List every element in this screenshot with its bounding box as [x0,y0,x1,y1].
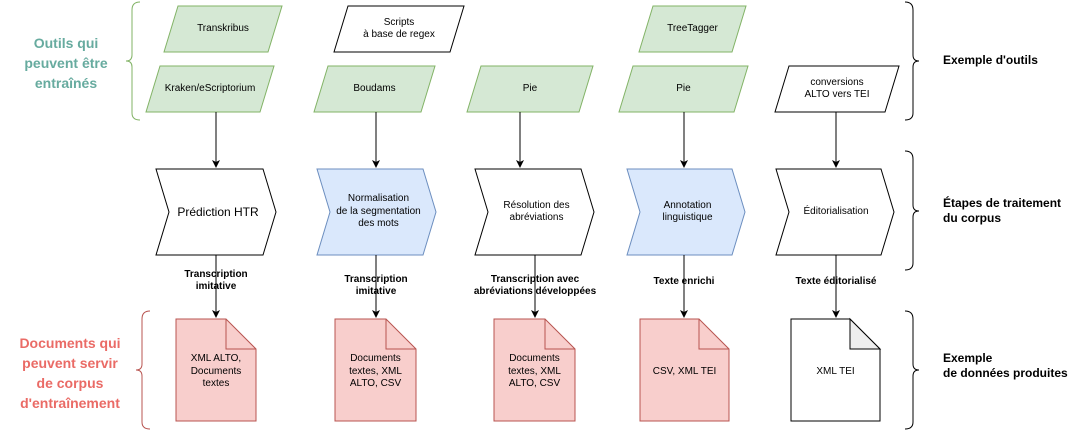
step-htr-shape [155,168,277,256]
output-label-4: Texte enrichi [653,276,715,287]
tool-scripts-label: Scripts à base de regex [363,16,435,41]
doc-4-shape [639,318,730,422]
step-editorialisation-shape [775,168,895,256]
output-label-1: Transcription imitative [184,269,248,292]
tool-conversions-label: conversions ALTO vers TEI [804,76,870,101]
step-editorialisation-label: Éditorialisation [803,205,869,217]
left-top-brace [125,1,141,121]
right-bottom-brace [904,310,920,430]
tool-transkribus-shape [163,5,283,53]
step-annotation-shape [626,168,746,256]
step-normalisation-label: Normalisation de la segmentation des mot… [336,193,421,230]
doc-1-fold [225,319,256,350]
tool-pie-2-label: Pie [676,82,691,94]
step-normalisation-shape [316,168,437,256]
step-abbreviations-label: Résolution des abréviations [503,199,570,224]
tool-scripts-shape [333,5,465,53]
doc-5-label: XML TEI [816,365,855,377]
tool-treetagger-label: TreeTagger [667,22,718,34]
right-top-brace [904,1,920,121]
tools-example-label: Exemple d'outils [943,53,1038,67]
tool-kraken-shape [145,65,275,113]
step-htr-label: Prédiction HTR [177,204,259,219]
doc-4-label: CSV, XML TEI [652,365,717,377]
tool-pie-1-shape [466,65,594,113]
step-abbreviations-shape [474,168,595,256]
output-label-3: Transcription avec abréviations développ… [473,274,597,297]
tool-treetagger-shape [638,5,747,53]
produced-data-label: Exemple de données produites [943,351,1068,380]
left-bottom-brace [135,310,151,430]
training-corpus-label: Documents qui peuvent servir de corpus d… [19,335,121,411]
doc-2-label: Documents textes, XML ALTO, CSV [349,353,402,390]
tool-boudams-shape [313,65,436,113]
processing-steps-label: Étapes de traitement du corpus [943,196,1062,225]
right-middle-brace [904,150,920,271]
tool-boudams-label: Boudams [353,82,396,94]
trained-tools-label: Outils qui peuvent être entraînés [24,35,108,91]
doc-3-shape [493,318,576,422]
tool-conversions-shape [774,65,900,113]
doc-3-label: Documents textes, XML ALTO, CSV [508,353,561,390]
doc-1-label: XML ALTO, Documents textes [190,353,242,390]
doc-5-fold [849,317,882,350]
output-label-2: Transcription imitative [344,274,408,297]
doc-2-fold [385,319,416,350]
doc-1-shape [175,318,257,422]
tool-pie-1-label: Pie [522,82,538,94]
tool-kraken-label: Kraken/eScriptorium [164,82,256,94]
tool-pie-2-shape [618,65,749,113]
output-label-5: Texte éditorialisé [795,276,877,287]
doc-2-shape [334,318,417,422]
tool-transkribus-label: Transkribus [197,22,249,34]
step-annotation-label: Annotation linguistique [662,199,713,224]
doc-3-fold [544,319,575,350]
doc-4-fold [698,319,729,350]
